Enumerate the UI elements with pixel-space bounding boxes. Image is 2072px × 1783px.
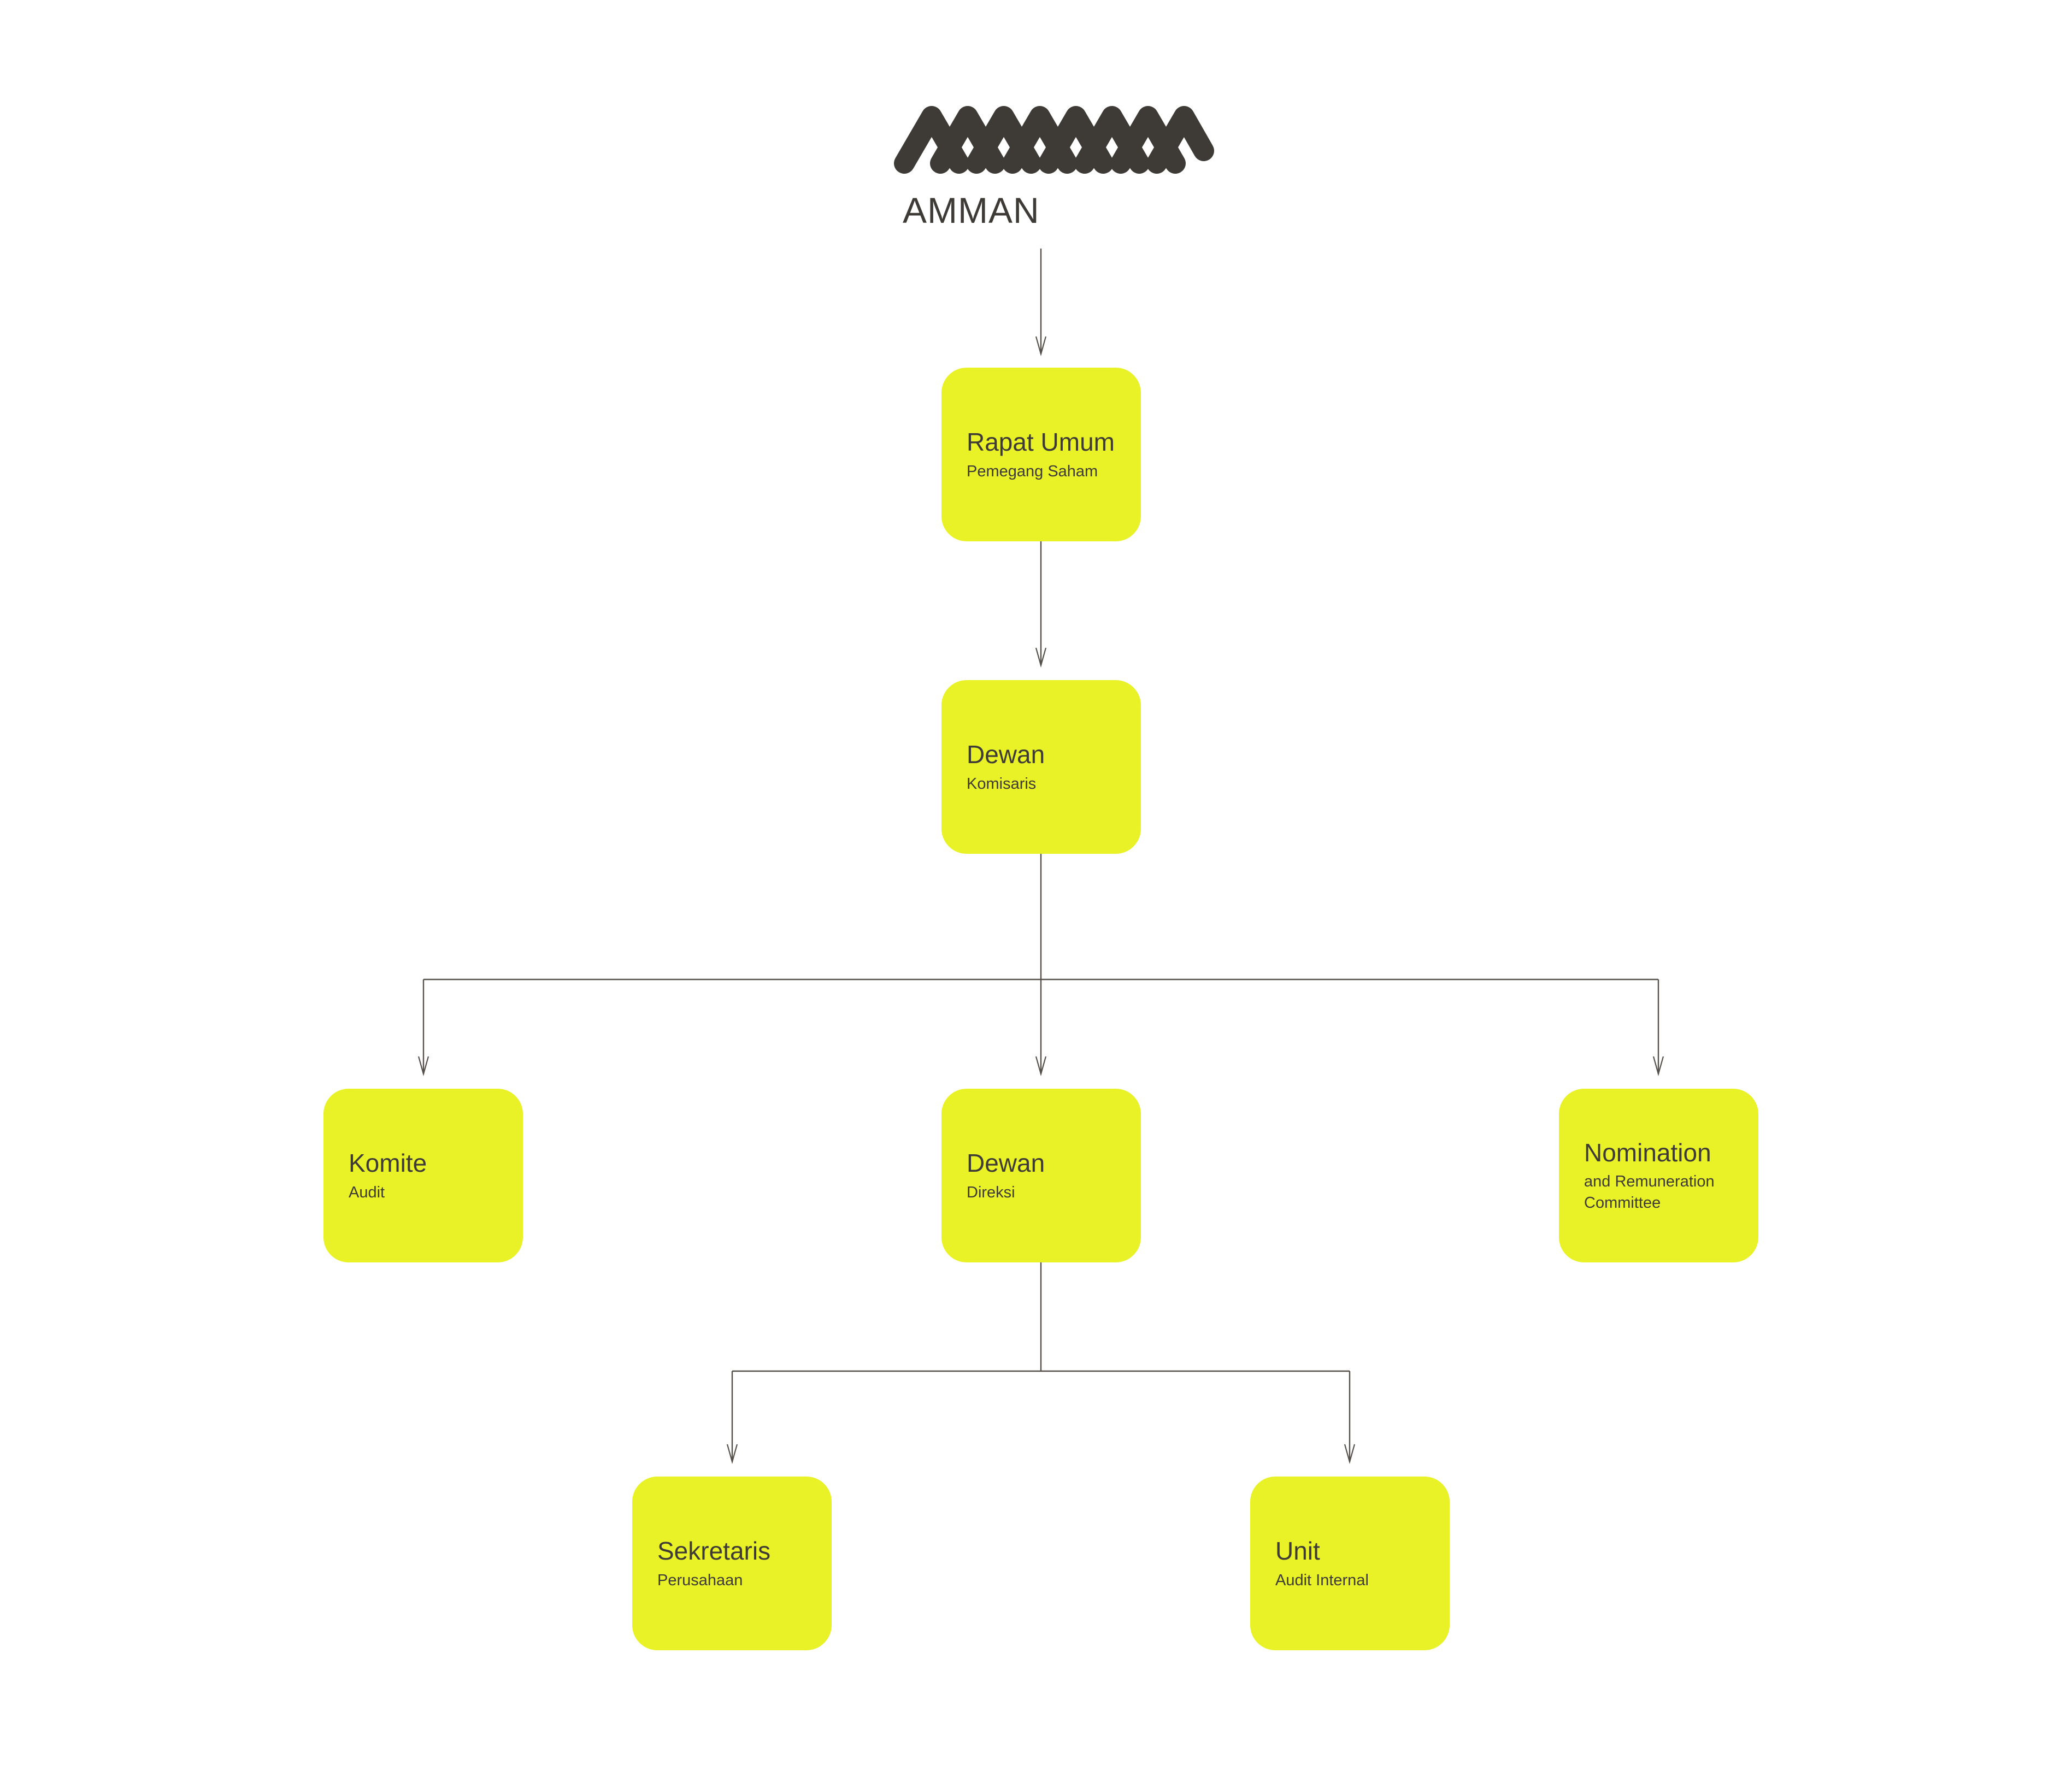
amman-zigzag-logo-icon [894,106,1214,174]
arrowhead-direksi [1035,1056,1047,1077]
node-subtitle: Direksi [967,1183,1015,1201]
node-title: Unit [1275,1537,1320,1566]
node-rapat-umum: Rapat Umum Pemegang Saham [941,368,1141,541]
node-subtitle: Perusahaan [657,1571,743,1589]
amman-wordmark: AMMAN [903,190,1040,231]
node-title: Rapat Umum [967,428,1115,457]
arrowhead-sekretaris [726,1444,738,1465]
node-nomination-remuneration: Nomination and Remuneration Committee [1559,1089,1758,1262]
node-dewan-direksi: Dewan Direksi [941,1089,1141,1262]
node-title: Nomination [1584,1138,1711,1167]
node-dewan-komisaris: Dewan Komisaris [941,680,1141,854]
arrowhead-rapat [1035,336,1047,357]
amman-logo: AMMAN [894,105,1229,228]
node-sekretaris-perusahaan: Sekretaris Perusahaan [632,1477,832,1650]
node-title: Dewan [967,740,1045,769]
node-subtitle: Audit [349,1183,385,1201]
arrowhead-komite [417,1056,429,1077]
node-unit-audit-internal: Unit Audit Internal [1250,1477,1450,1650]
node-subtitle: Pemegang Saham [967,462,1098,480]
node-title: Sekretaris [657,1537,771,1566]
node-subtitle: and Remuneration Committee [1584,1173,1715,1212]
arrowhead-nomination [1652,1056,1664,1077]
node-subtitle: Komisaris [967,775,1037,793]
node-subtitle: Audit Internal [1275,1571,1369,1589]
node-komite-audit: Komite Audit [323,1089,523,1262]
arrowhead-komisaris [1035,647,1047,668]
node-title: Komite [349,1149,427,1178]
node-title: Dewan [967,1149,1045,1178]
arrowhead-unit [1344,1444,1356,1465]
